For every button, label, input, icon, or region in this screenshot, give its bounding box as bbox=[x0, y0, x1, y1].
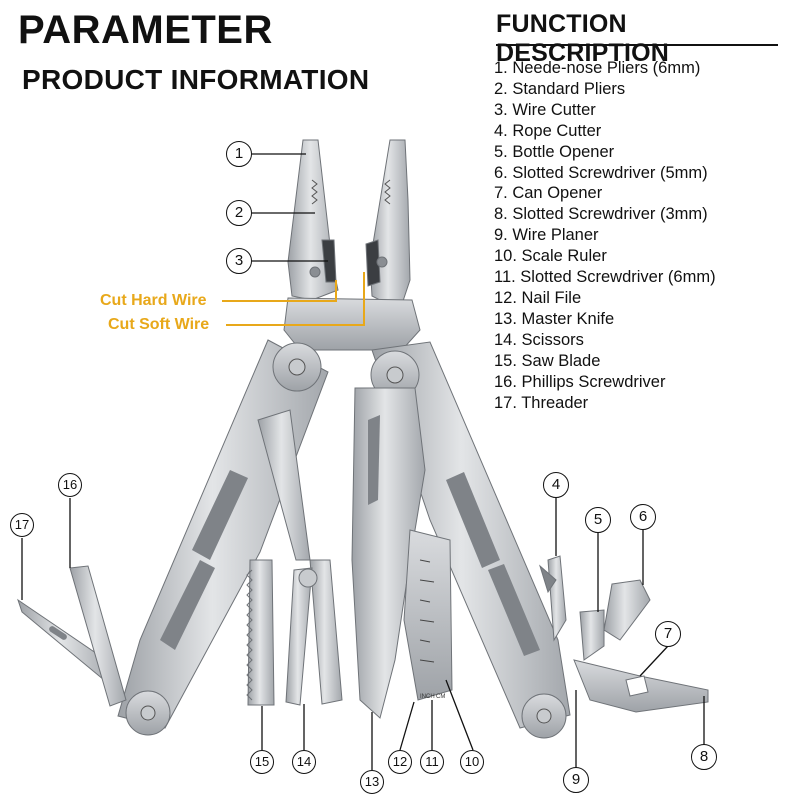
function-item: 16. Phillips Screwdriver bbox=[494, 372, 666, 391]
ruler-ticks bbox=[419, 559, 435, 663]
title-underline bbox=[496, 44, 778, 46]
cut-soft-wire-label: Cut Soft Wire bbox=[108, 316, 210, 333]
marker-11: 11 bbox=[420, 750, 444, 774]
function-item: 5. Bottle Opener bbox=[494, 142, 615, 161]
saw-blade bbox=[246, 559, 275, 706]
leader-lines bbox=[21, 153, 705, 770]
function-item: 10. Scale Ruler bbox=[494, 247, 607, 266]
marker-13: 13 bbox=[360, 770, 384, 794]
left-handle-cutouts bbox=[160, 470, 248, 650]
marker-1: 1 bbox=[226, 141, 252, 167]
marker-15: 15 bbox=[250, 750, 274, 774]
function-item: 6. Slotted Screwdriver (5mm) bbox=[494, 163, 708, 182]
page-title: PARAMETER bbox=[18, 8, 273, 52]
page-subtitle: PRODUCT INFORMATION bbox=[22, 64, 370, 95]
function-description-title: FUNCTION DESCRIPTION bbox=[496, 10, 670, 67]
marker-6: 6 bbox=[630, 504, 656, 530]
marker-2: 2 bbox=[226, 200, 252, 226]
ruler-inch-label: INCH bbox=[420, 694, 435, 700]
marker-3: 3 bbox=[226, 248, 252, 274]
function-item: 9. Wire Planer bbox=[494, 226, 599, 245]
function-item: 12. Nail File bbox=[494, 288, 582, 307]
marker-16: 16 bbox=[58, 473, 82, 497]
function-item: 15. Saw Blade bbox=[494, 351, 601, 370]
function-list: 1. Neede-nose Pliers (6mm) 2. Standard P… bbox=[494, 58, 716, 413]
right-handle-cutouts bbox=[446, 472, 540, 656]
phillips-screwdriver bbox=[69, 565, 127, 707]
plier-jaws bbox=[287, 139, 411, 311]
marker-5: 5 bbox=[585, 507, 611, 533]
function-item: 2. Standard Pliers bbox=[494, 79, 626, 98]
marker-17: 17 bbox=[10, 513, 34, 537]
marker-7: 7 bbox=[655, 621, 681, 647]
marker-14: 14 bbox=[292, 750, 316, 774]
function-item: 14. Scissors bbox=[494, 330, 584, 349]
right-tool-bundle bbox=[539, 555, 709, 713]
marker-9: 9 bbox=[563, 767, 589, 793]
marker-12: 12 bbox=[388, 750, 412, 774]
function-item: 4. Rope Cutter bbox=[494, 121, 602, 140]
cut-hard-wire-label: Cut Hard Wire bbox=[100, 292, 207, 309]
scale-ruler bbox=[403, 529, 453, 701]
function-item: 11. Slotted Screwdriver (6mm) bbox=[494, 268, 716, 287]
callout-lines bbox=[222, 272, 365, 326]
ruler-cm-label: CM bbox=[436, 694, 445, 700]
marker-8: 8 bbox=[691, 744, 717, 770]
function-item: 8. Slotted Screwdriver (3mm) bbox=[494, 205, 708, 224]
function-item: 3. Wire Cutter bbox=[494, 100, 596, 119]
scissors bbox=[257, 409, 343, 706]
marker-10: 10 bbox=[460, 750, 484, 774]
marker-4: 4 bbox=[543, 472, 569, 498]
function-item: 1. Neede-nose Pliers (6mm) bbox=[494, 59, 701, 77]
function-item: 13. Master Knife bbox=[494, 309, 615, 328]
function-item: 7. Can Opener bbox=[494, 184, 603, 203]
function-item: 17. Threader bbox=[494, 393, 589, 412]
